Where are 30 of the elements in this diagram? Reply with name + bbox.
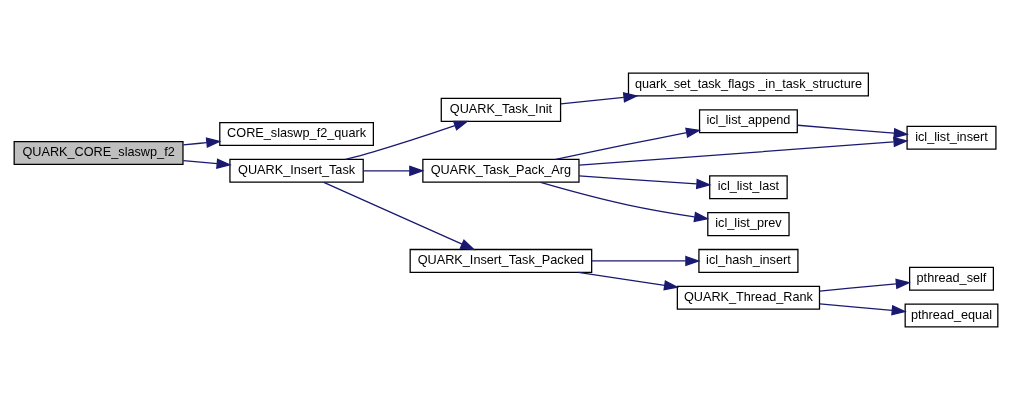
- node-box: QUARK_Insert_Task: [228, 158, 364, 183]
- node-box: pthread_equal: [904, 303, 998, 328]
- node-box: pthread_self: [908, 266, 994, 291]
- arrow: [590, 255, 700, 267]
- arrow: [182, 158, 232, 169]
- node-box: icl_list_append: [698, 109, 798, 134]
- arrow: [578, 136, 909, 166]
- node-box: quark_set_task_flags _in_task_structure: [627, 72, 869, 97]
- node-box: QUARK_CORE_slaswp_f2: [13, 141, 184, 166]
- arrow: [554, 127, 701, 160]
- node-box: icl_list_insert: [905, 125, 997, 150]
- arrow: [796, 124, 909, 139]
- node-box: icl_list_prev: [706, 212, 790, 237]
- arrow: [818, 303, 907, 316]
- arrow: [559, 92, 639, 105]
- arrow: [539, 181, 709, 223]
- node-box: QUARK_Thread_Rank: [676, 285, 820, 310]
- arrow: [818, 278, 911, 292]
- node-box: QUARK_Insert_Task_Packed: [409, 248, 592, 273]
- arrow: [344, 120, 469, 160]
- arrow: [182, 137, 221, 148]
- arrow: [322, 181, 476, 251]
- node-box: CORE_slaswp_f2_quark: [218, 121, 374, 147]
- arrow: [577, 175, 712, 190]
- node-box: QUARK_Task_Init: [440, 97, 561, 122]
- arrow: [577, 271, 679, 291]
- node-box: icl_list_last: [708, 175, 788, 200]
- node-box: icl_hash_insert: [697, 248, 799, 273]
- node-box: QUARK_Task_Pack_Arg: [421, 158, 580, 183]
- arrow: [362, 165, 424, 177]
